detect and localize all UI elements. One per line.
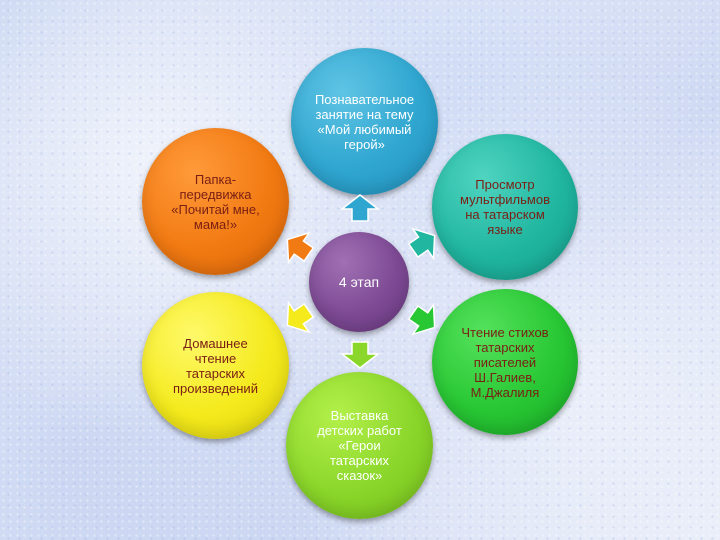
arrow-upper-right-icon — [407, 227, 436, 261]
node-lower-left: Домашнее чтение татарских произведений — [142, 292, 289, 439]
arrow-upper-left-icon — [286, 231, 315, 265]
node-upper-right: Просмотр мультфильмов на татарском языке — [432, 134, 578, 280]
node-top: Познавательное занятие на тему «Мой люби… — [291, 48, 438, 195]
center-label: 4 этап — [338, 273, 380, 290]
node-lower-right-label: Чтение стихов татарских писателей Ш.Гали… — [461, 324, 549, 400]
node-upper-left: Папка- передвижка «Почитай мне, мама!» — [142, 128, 289, 275]
node-upper-right-label: Просмотр мультфильмов на татарском языке — [460, 177, 550, 237]
center-node: 4 этап — [309, 232, 409, 332]
arrow-lower-left-icon — [286, 300, 315, 334]
arrow-lower-right-icon — [407, 302, 436, 336]
node-lower-right: Чтение стихов татарских писателей Ш.Гали… — [432, 289, 578, 435]
node-top-label: Познавательное занятие на тему «Мой люби… — [314, 91, 415, 152]
arrow-up-icon — [340, 194, 380, 222]
arrow-down-icon — [340, 341, 380, 369]
node-lower-left-label: Домашнее чтение татарских произведений — [173, 335, 258, 396]
node-bottom: Выставка детских работ «Герои татарских … — [286, 372, 433, 519]
node-bottom-label: Выставка детских работ «Герои татарских … — [317, 408, 402, 483]
node-upper-left-label: Папка- передвижка «Почитай мне, мама!» — [171, 171, 260, 232]
